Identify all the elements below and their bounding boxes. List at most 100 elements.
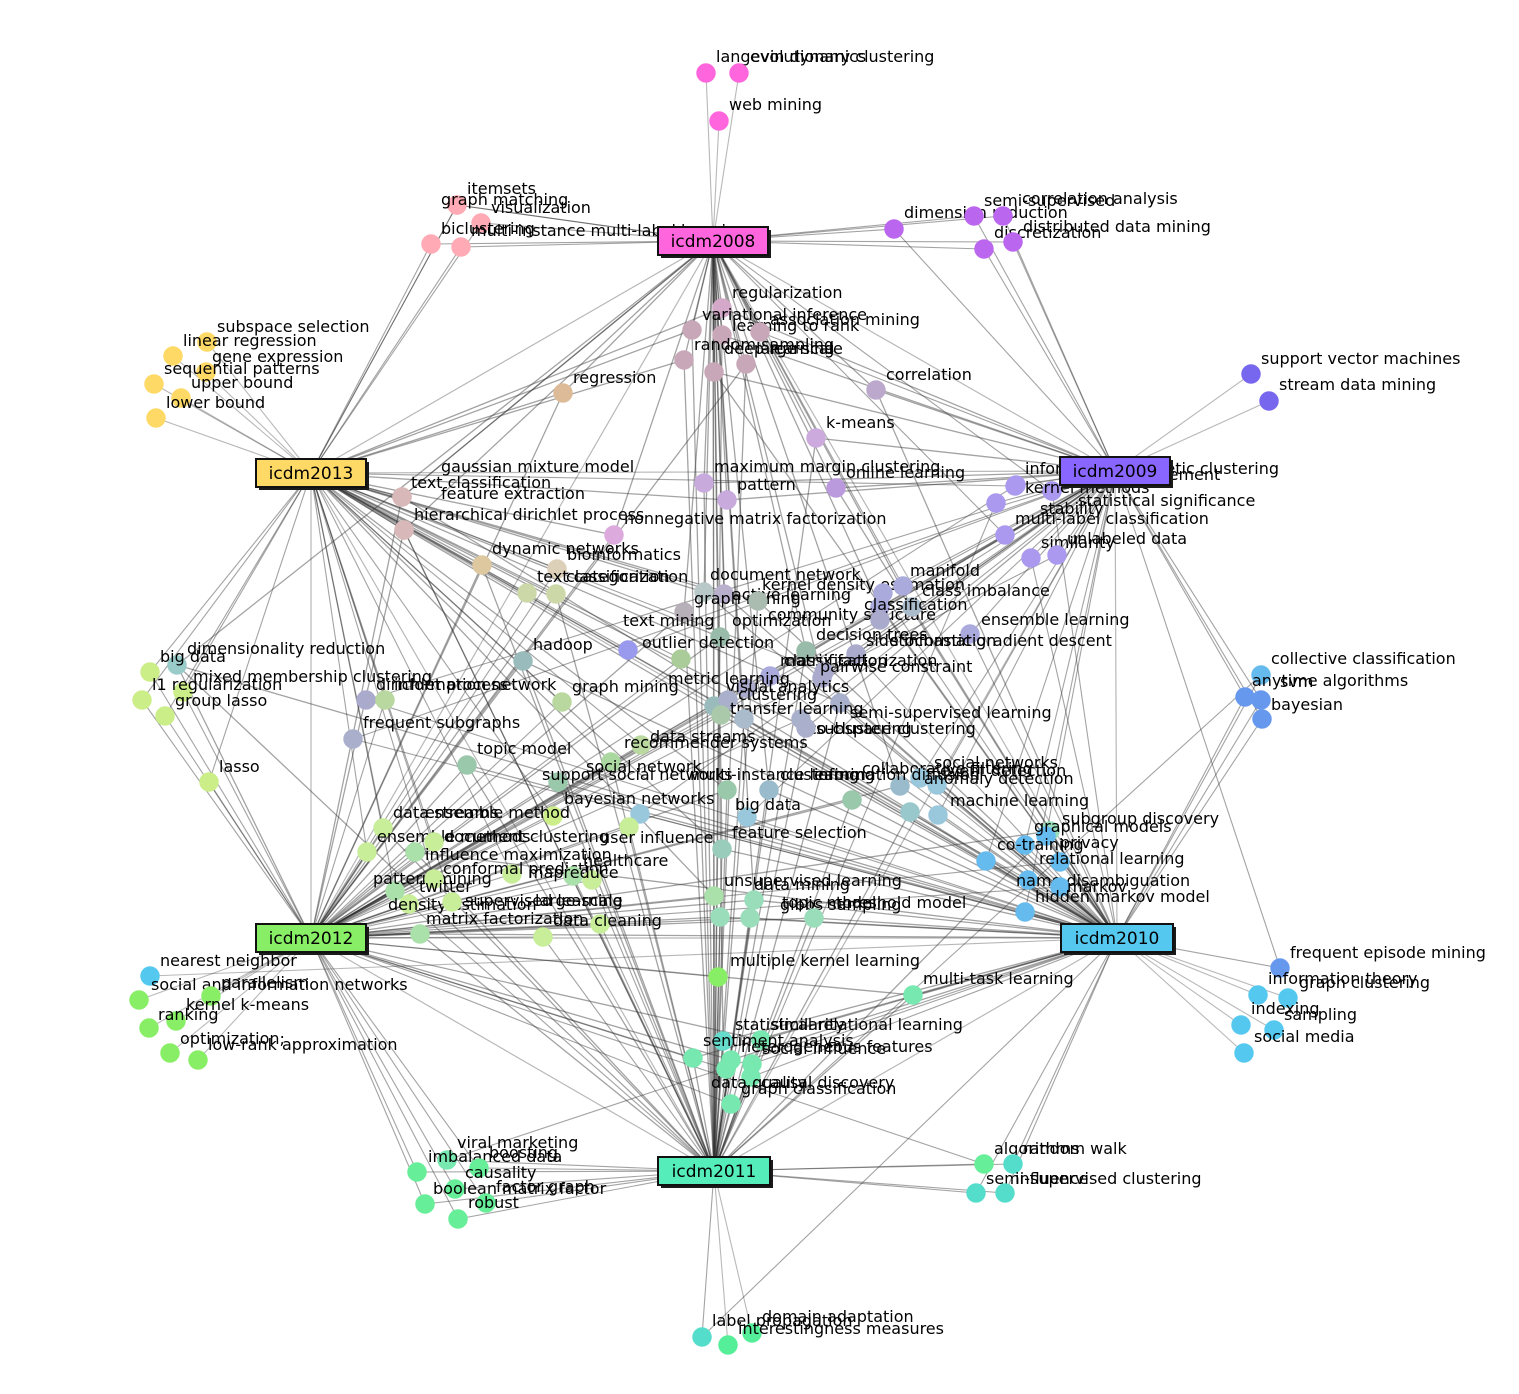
keyword-node-online-learning[interactable]: online learning <box>826 463 966 498</box>
node-circle[interactable] <box>713 1031 733 1051</box>
keyword-node-dynamic-networks[interactable]: dynamic networks <box>472 539 639 575</box>
keyword-node-information-theory[interactable]: information theory <box>1248 969 1418 1005</box>
keyword-node-data-streams[interactable]: data streams <box>393 803 563 826</box>
node-circle[interactable] <box>171 388 191 408</box>
node-circle[interactable] <box>704 886 724 906</box>
keyword-node-algorithms[interactable]: algorithms <box>974 1139 1080 1174</box>
keyword-node-feature-selection[interactable]: feature selection <box>712 823 867 859</box>
keyword-node-hierarchical-dirichlet-process[interactable]: hierarchical dirichlet process <box>394 505 645 540</box>
node-circle[interactable] <box>846 644 866 664</box>
node-circle[interactable] <box>759 780 779 800</box>
keyword-node-frequent-episode-mining[interactable]: frequent episode mining <box>1270 943 1486 978</box>
keyword-node-unlabeled-data[interactable]: unlabeled data <box>1047 529 1188 565</box>
keyword-node-robust[interactable]: robust <box>448 1193 519 1229</box>
node-circle[interactable] <box>469 1158 489 1178</box>
keyword-node-clustering[interactable]: clustering <box>759 765 860 800</box>
keyword-node-text-mining[interactable]: text mining <box>618 611 715 660</box>
node-circle[interactable] <box>1015 835 1035 855</box>
keyword-node-outlier-detection[interactable]: outlier detection <box>642 633 774 669</box>
keyword-node-data-mining[interactable]: data mining <box>744 875 851 910</box>
node-circle[interactable] <box>424 869 444 889</box>
keyword-node-topic-model[interactable]: topic model <box>457 739 572 775</box>
hub-icdm2010[interactable]: icdm2010 <box>1060 923 1176 955</box>
node-circle[interactable] <box>373 818 393 838</box>
node-circle[interactable] <box>928 805 948 825</box>
keyword-node-big-data[interactable]: big data <box>140 647 226 682</box>
keyword-node-hidden-markov-model[interactable]: hidden markov model <box>1015 887 1210 922</box>
hub-box[interactable] <box>1060 923 1174 953</box>
node-circle[interactable] <box>721 1094 741 1114</box>
node-circle[interactable] <box>140 966 160 986</box>
node-circle[interactable] <box>986 493 1006 513</box>
keyword-node-social-network[interactable]: social network <box>586 752 702 777</box>
keyword-node-support-vector-machines[interactable]: support vector machines <box>1241 349 1461 384</box>
node-circle[interactable] <box>173 682 193 702</box>
node-circle[interactable] <box>448 1209 468 1229</box>
keyword-node-kernel-k-means[interactable]: kernel k-means <box>139 995 310 1038</box>
keyword-node-domain-adaptation[interactable]: domain adaptation <box>742 1307 914 1343</box>
keyword-node-large-scale[interactable]: large scale <box>736 339 843 374</box>
node-circle[interactable] <box>718 1335 738 1355</box>
node-circle[interactable] <box>445 1179 465 1199</box>
keyword-node-ensemble-method[interactable]: ensemble method <box>373 803 571 838</box>
keyword-node-variational-inference[interactable]: variational inference <box>682 305 868 340</box>
keyword-node-indexing[interactable]: indexing <box>1231 999 1320 1035</box>
keyword-node-gene-expression[interactable]: gene expression <box>196 347 344 382</box>
node-circle[interactable] <box>132 690 152 710</box>
keyword-node-privacy[interactable]: privacy <box>1050 833 1119 872</box>
keyword-node-lower-bound[interactable]: lower bound <box>146 393 266 428</box>
node-circle[interactable] <box>590 914 610 934</box>
node-circle[interactable] <box>741 1067 761 1087</box>
node-circle[interactable] <box>375 690 395 710</box>
keyword-node-semi-supervised-clustering[interactable]: semi-supervised clustering <box>966 1169 1202 1203</box>
node-circle[interactable] <box>517 583 537 603</box>
node-circle[interactable] <box>399 894 419 914</box>
node-circle[interactable] <box>995 1183 1015 1203</box>
keyword-node-data-cleaning[interactable]: data cleaning <box>533 911 662 947</box>
keyword-node-classification[interactable]: classification <box>864 595 968 617</box>
keyword-node-biclustering[interactable]: biclustering <box>421 219 535 254</box>
keyword-node-transfer-learning[interactable]: transfer learning <box>711 699 864 725</box>
keyword-node-graphical-models[interactable]: graphical models <box>1034 817 1172 846</box>
node-circle[interactable] <box>630 804 650 824</box>
keyword-node-influence[interactable]: influence <box>995 1169 1089 1203</box>
node-circle[interactable] <box>674 350 694 370</box>
node-circle[interactable] <box>1251 690 1271 710</box>
keyword-node-l1-regularization[interactable]: l1 regularization <box>132 675 283 710</box>
keyword-node-pattern[interactable]: pattern <box>717 475 796 510</box>
node-circle[interactable] <box>385 881 405 901</box>
keyword-node-markov[interactable]: markov <box>1050 877 1127 897</box>
keyword-node-user-influence[interactable]: user influence <box>600 817 713 848</box>
node-circle[interactable] <box>902 597 922 617</box>
keyword-node-causality[interactable]: causality <box>445 1163 537 1199</box>
node-circle[interactable] <box>903 985 923 1005</box>
keyword-node-classification[interactable]: classification <box>546 567 670 604</box>
keyword-node-stochastic-gradient-descent[interactable]: stochastic gradient descent <box>870 610 1112 651</box>
node-circle[interactable] <box>140 662 160 682</box>
keyword-node-association-mining[interactable]: association mining <box>750 310 920 342</box>
keyword-node-linear-regression[interactable]: linear regression <box>163 331 317 366</box>
node-circle[interactable] <box>974 239 994 259</box>
keyword-node-ensemble-learning[interactable]: ensemble learning <box>960 610 1130 644</box>
keyword-node-community-structure[interactable]: community structure <box>748 591 936 625</box>
node-circle[interactable] <box>710 627 730 647</box>
node-circle[interactable] <box>893 576 913 596</box>
keyword-node-viral-marketing[interactable]: viral marketing <box>437 1133 579 1170</box>
node-circle[interactable] <box>806 428 826 448</box>
node-circle[interactable] <box>407 1162 427 1182</box>
node-circle[interactable] <box>704 362 724 382</box>
node-circle[interactable] <box>750 322 770 342</box>
keyword-node-supervised-learning[interactable]: supervised learning <box>442 891 623 912</box>
node-circle[interactable] <box>737 807 757 827</box>
keyword-node-manifold[interactable]: manifold <box>873 561 981 603</box>
node-circle[interactable] <box>139 1018 159 1038</box>
node-circle[interactable] <box>421 234 441 254</box>
keyword-node-collective-classification[interactable]: collective classification <box>1251 649 1456 685</box>
node-circle[interactable] <box>796 641 816 661</box>
node-circle[interactable] <box>709 111 729 131</box>
keyword-node-social-networks[interactable]: social networks <box>910 753 1059 788</box>
node-circle[interactable] <box>1234 1043 1254 1063</box>
node-circle[interactable] <box>197 332 217 352</box>
node-circle[interactable] <box>447 195 467 215</box>
node-circle[interactable] <box>188 1050 208 1070</box>
